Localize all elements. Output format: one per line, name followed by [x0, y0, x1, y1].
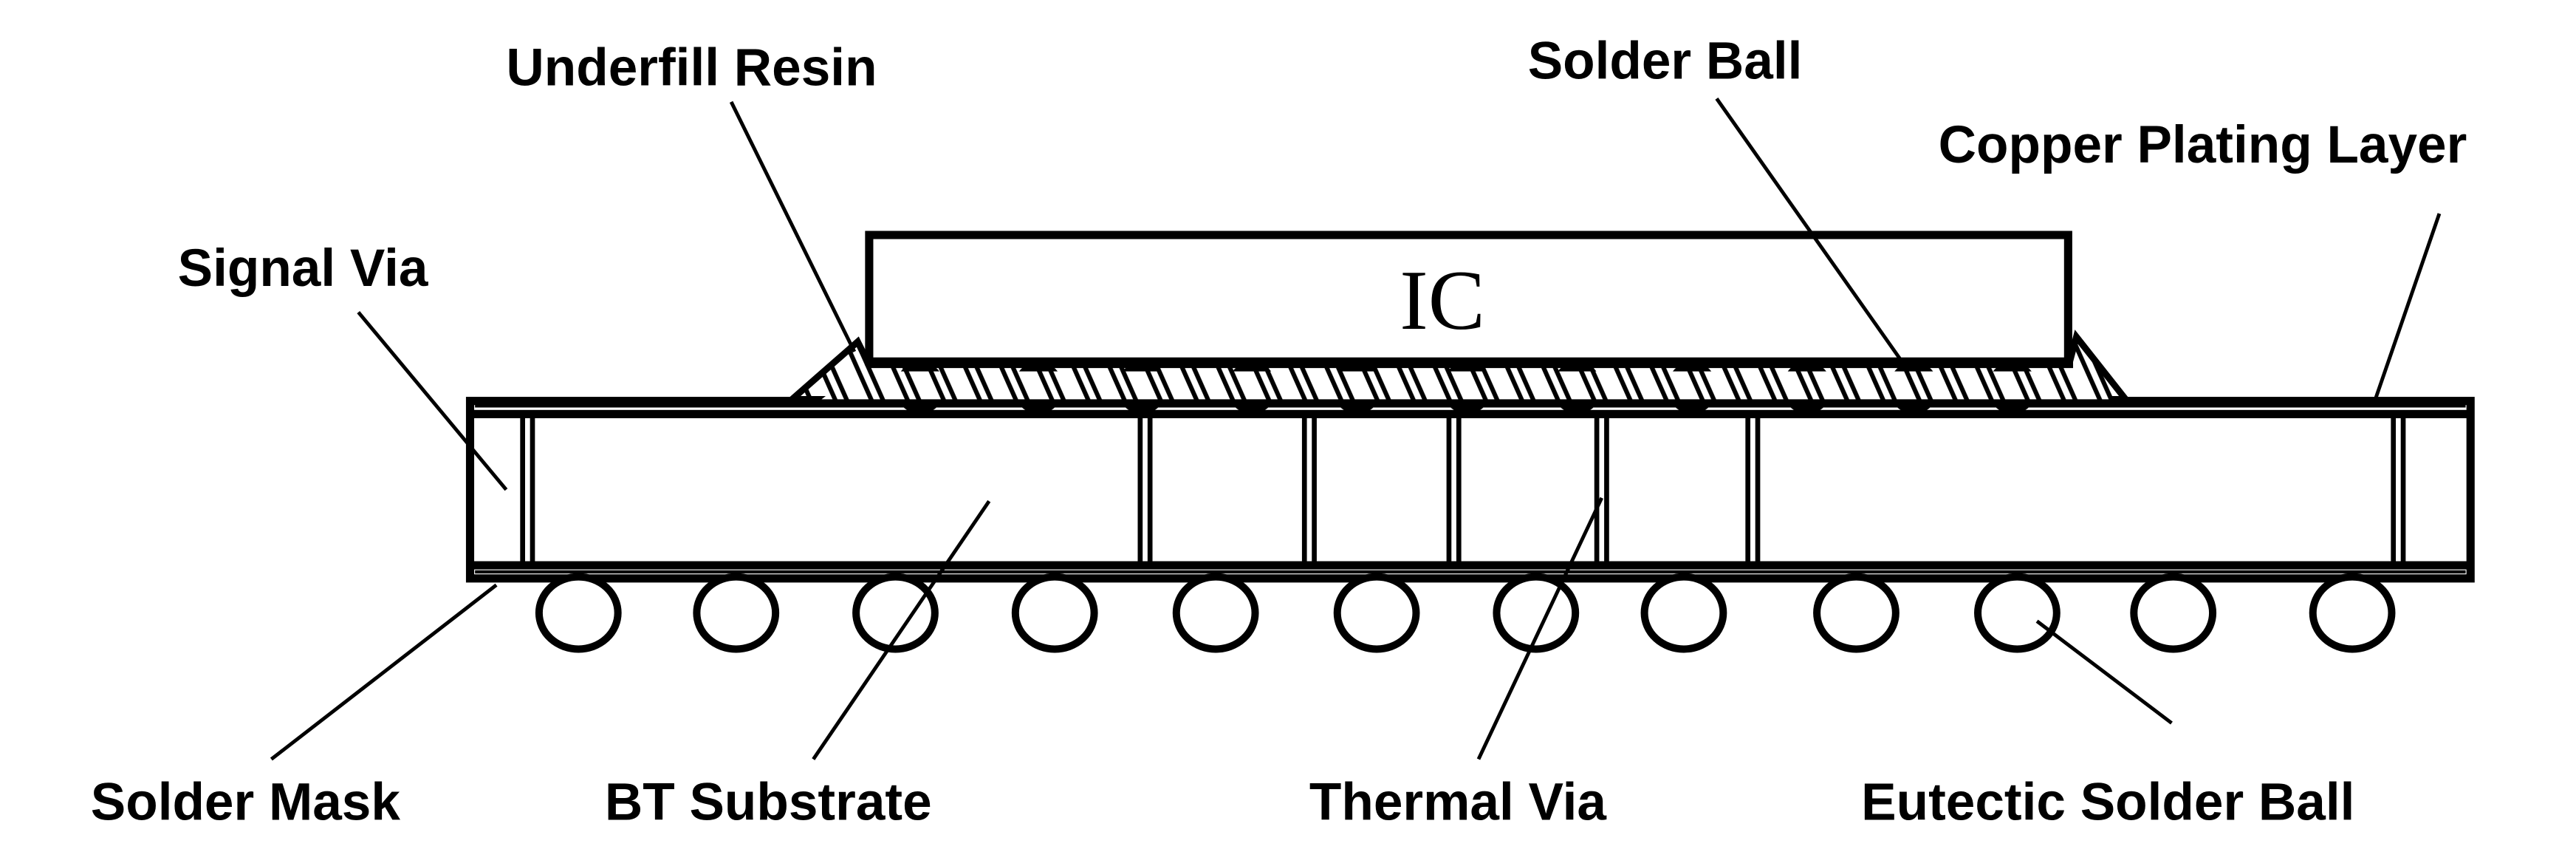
- leader-signal-via: [357, 310, 508, 491]
- label-underfill-resin: Underfill Resin: [506, 39, 877, 98]
- label-bt-substrate: BT Substrate: [605, 774, 932, 832]
- leader-copper-plating-layer: [2371, 213, 2442, 405]
- eutectic-solder-ball: [1011, 573, 1098, 653]
- eutectic-solder-ball: [2130, 573, 2217, 653]
- eutectic-solder-ball: [693, 573, 780, 653]
- eutectic-solder-ball: [2309, 573, 2396, 653]
- leader-solder-ball: [1715, 98, 1911, 373]
- eutectic-solder-ball: [1813, 573, 1900, 653]
- ic-chip-label: IC: [1400, 253, 1485, 348]
- thermal-via: [1594, 417, 1609, 562]
- eutectic-solder-balls: [535, 573, 2396, 653]
- leader-thermal-via: [1476, 497, 1603, 760]
- label-thermal-via: Thermal Via: [1309, 774, 1608, 832]
- thermal-via: [1745, 417, 1761, 562]
- signal-via: [2391, 417, 2406, 562]
- label-signal-via: Signal Via: [178, 239, 429, 298]
- vias: [520, 417, 2406, 562]
- thermal-via: [1301, 417, 1317, 562]
- eutectic-solder-ball: [1172, 573, 1259, 653]
- eutectic-solder-ball: [1333, 573, 1420, 653]
- bt-substrate-body: [465, 397, 2475, 583]
- label-copper-plating-layer: Copper Plating Layer: [1939, 116, 2467, 174]
- leader-lines: [270, 98, 2442, 761]
- leader-bt-substrate: [812, 500, 991, 760]
- eutectic-solder-ball: [535, 573, 622, 653]
- eutectic-solder-ball: [852, 573, 939, 653]
- label-solder-mask: Solder Mask: [91, 774, 401, 832]
- label-solder-ball: Solder Ball: [1528, 33, 1803, 91]
- leader-solder-mask: [270, 583, 498, 761]
- leader-underfill-resin: [729, 100, 857, 352]
- eutectic-solder-ball: [1640, 573, 1727, 653]
- signal-via: [520, 417, 535, 562]
- thermal-via: [1446, 417, 1462, 562]
- ic-chip: IC: [865, 231, 2072, 366]
- thermal-via: [1137, 417, 1153, 562]
- label-eutectic-solder-ball: Eutectic Solder Ball: [1861, 774, 2354, 832]
- leader-eutectic-solder-ball: [2035, 619, 2173, 725]
- eutectic-solder-ball: [1974, 573, 2061, 653]
